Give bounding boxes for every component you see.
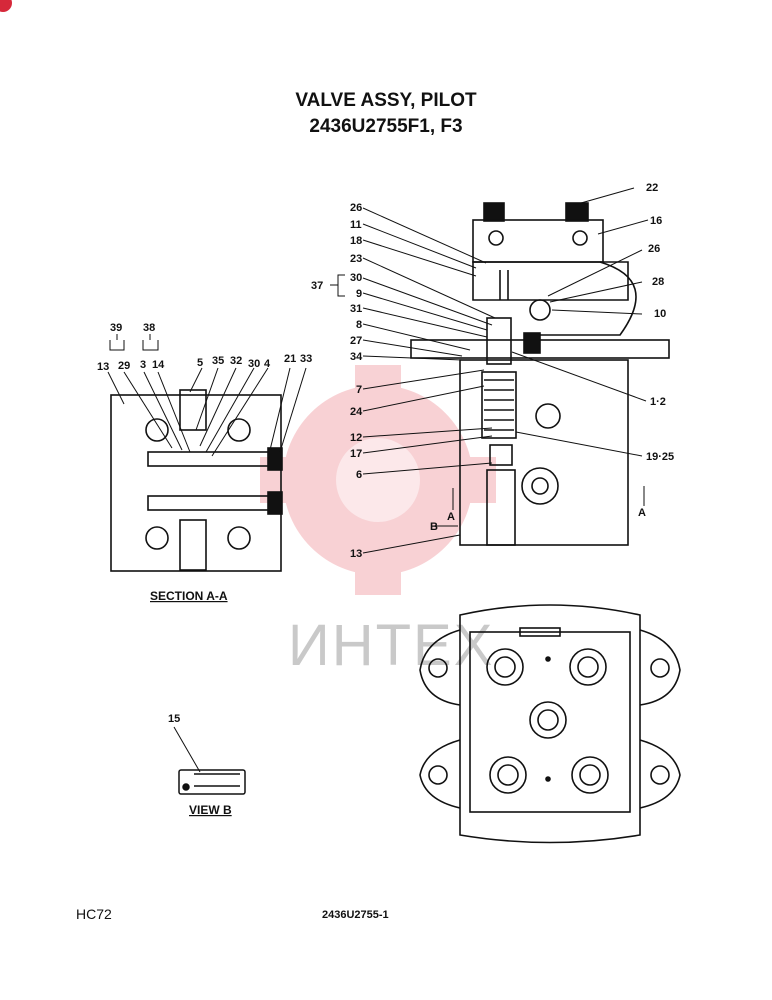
spool	[486, 317, 512, 365]
callout-12: 12	[350, 432, 362, 444]
callout-6: 6	[356, 469, 362, 481]
view-b-nameplate	[173, 726, 246, 795]
lower-port	[521, 467, 559, 505]
callout-14: 14	[152, 359, 165, 371]
callout-1-2: 1·2	[650, 396, 666, 408]
valve-body	[459, 359, 629, 546]
callout-15: 15	[168, 713, 180, 725]
callout-17: 17	[350, 448, 362, 460]
casing-curve	[540, 261, 637, 336]
callout-27: 27	[350, 335, 362, 347]
section-caption: SECTION A-A	[150, 589, 228, 603]
main-valve-side-view	[410, 202, 670, 546]
callout-33: 33	[300, 353, 312, 365]
lower-spool	[147, 495, 279, 511]
view-b-caption: VIEW B	[189, 803, 232, 817]
callout-16: 16	[650, 215, 662, 227]
pin-10	[529, 299, 551, 321]
lower-plunger	[179, 519, 207, 571]
callout-34: 34	[350, 351, 363, 363]
section-a-a-view	[110, 389, 283, 572]
seat	[489, 444, 513, 466]
corner-marker	[0, 0, 12, 12]
callout-11: 11	[350, 219, 362, 231]
callout-24: 24	[350, 406, 363, 418]
callout-38: 38	[143, 322, 155, 334]
leader-lines-main	[330, 187, 649, 554]
callout-10: 10	[654, 308, 666, 320]
callout-5: 5	[197, 357, 203, 369]
leader-lines-section	[107, 334, 307, 457]
callout-28: 28	[652, 276, 664, 288]
bottom-view	[419, 604, 681, 844]
upper-plunger	[179, 389, 207, 431]
callout-30a: 30	[350, 272, 362, 284]
flange-top-left	[419, 629, 461, 706]
callout-19-25: 19·25	[646, 451, 674, 463]
top-boss-right	[565, 202, 589, 222]
drawing-title: VALVE ASSY, PILOT	[295, 90, 477, 111]
spring-housing	[481, 371, 517, 439]
flange-top-right	[639, 629, 681, 706]
lower-shaft	[486, 469, 516, 546]
callout-37: 37	[311, 280, 323, 292]
callout-18: 18	[350, 235, 362, 247]
drawing-part-number: 2436U2755F1, F3	[309, 116, 463, 137]
callout-9: 9	[356, 288, 362, 300]
callout-3: 3	[140, 359, 146, 371]
casing	[472, 261, 629, 301]
callout-13b: 13	[97, 361, 109, 373]
callout-29: 29	[118, 360, 130, 372]
callout-35: 35	[212, 355, 224, 367]
flange-bottom-right	[639, 739, 681, 809]
plunger-cap	[523, 332, 541, 354]
callout-39: 39	[110, 322, 122, 334]
top-plate	[472, 219, 604, 263]
callout-13a: 13	[350, 548, 362, 560]
flange-bottom-left	[419, 739, 461, 809]
callout-7: 7	[356, 384, 362, 396]
callout-26b: 26	[648, 243, 660, 255]
plate-hole-right	[572, 230, 588, 246]
section-mark-b: B	[430, 521, 438, 533]
callout-4: 4	[264, 358, 271, 370]
section-body	[110, 394, 282, 572]
watermark-text: ИНТЕХ	[288, 613, 494, 678]
callout-32: 32	[230, 355, 242, 367]
bottom-body	[459, 604, 641, 844]
callout-30b: 30	[248, 358, 260, 370]
section-mark-a-left: A	[447, 511, 455, 523]
page-code: HC72	[76, 906, 112, 922]
callout-31: 31	[350, 303, 362, 315]
plate-hole-left	[488, 230, 504, 246]
callout-26a: 26	[350, 202, 362, 214]
callout-22: 22	[646, 182, 658, 194]
side-port	[535, 403, 561, 429]
top-boss-left	[483, 202, 505, 222]
drawing-number: 2436U2755-1	[322, 909, 389, 921]
callout-8: 8	[356, 319, 362, 331]
section-mark-a-right: A	[638, 507, 646, 519]
callout-21: 21	[284, 353, 296, 365]
callout-23: 23	[350, 253, 362, 265]
